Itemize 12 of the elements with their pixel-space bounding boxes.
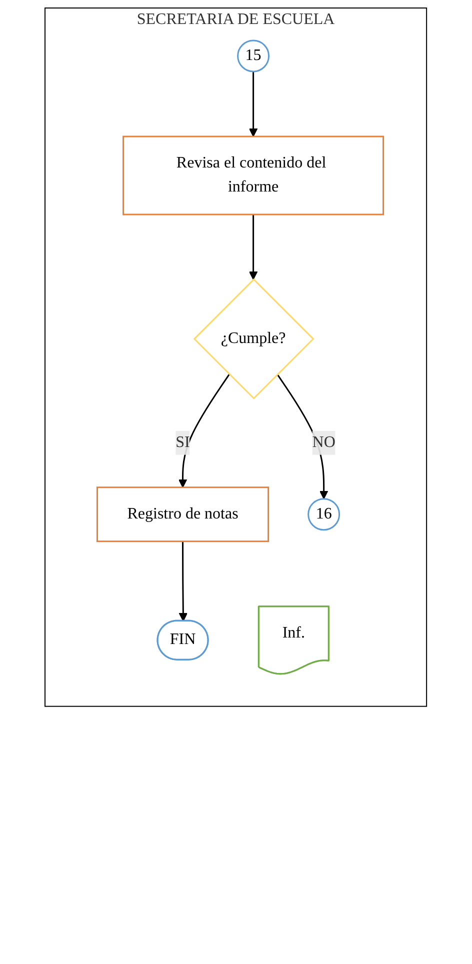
node-diamond: ¿Cumple?: [194, 278, 314, 400]
node-box: Registro de notas: [96, 486, 270, 542]
node-circle: 16: [308, 498, 340, 531]
arrow: [249, 72, 258, 137]
edge-label: SI: [176, 434, 190, 451]
arrow: [249, 214, 258, 280]
node-circle: 15: [237, 40, 270, 72]
arrow: [178, 374, 230, 488]
arrow: [276, 374, 328, 500]
arrow: [179, 541, 188, 622]
edge-label: NO: [312, 434, 336, 451]
node-box: Revisa el contenido del informe: [122, 136, 384, 216]
